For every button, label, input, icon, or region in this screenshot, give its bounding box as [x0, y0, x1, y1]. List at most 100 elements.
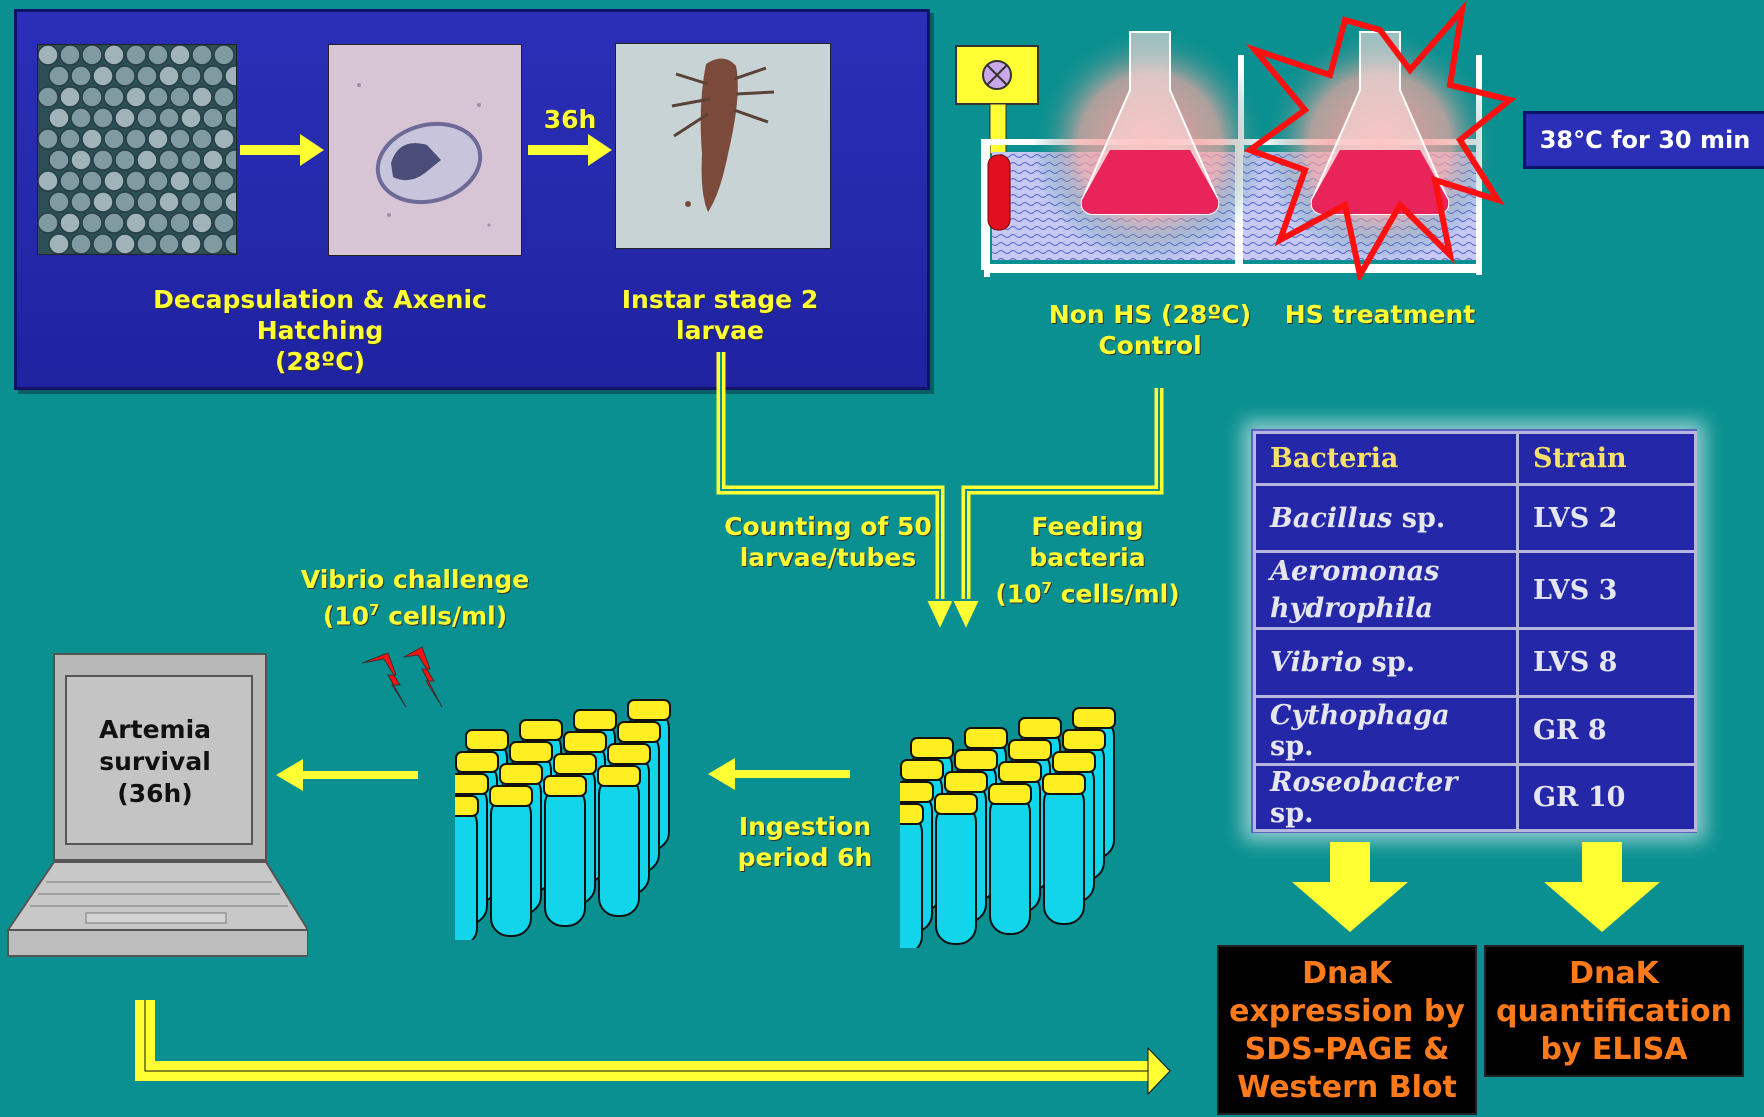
tube-cap	[1009, 740, 1051, 760]
bacteria-species: sp.	[1270, 731, 1313, 762]
sds-line3: SDS-PAGE &	[1219, 1031, 1475, 1069]
challenge-tube-rack	[455, 680, 705, 940]
bacteria-genus: Bacillus	[1270, 503, 1392, 534]
table-header-strain: Strain	[1518, 433, 1696, 485]
sds-line1: DnaK	[1219, 955, 1475, 993]
tube-cap	[455, 774, 488, 794]
counting-label-line1: Counting of 50	[718, 511, 938, 542]
tube-cap	[598, 766, 640, 786]
tube-cap	[1063, 730, 1105, 750]
survival-label: Artemia survival (36h)	[70, 714, 240, 810]
elisa-result-box: DnaK quantification by ELISA	[1484, 945, 1744, 1077]
tube-cap	[911, 738, 953, 758]
vibrio-conc-exp: 7	[369, 601, 379, 619]
tube-cap	[955, 750, 997, 770]
tube-cap	[510, 742, 552, 762]
tube-cap	[564, 732, 606, 752]
tube-cap	[1019, 718, 1061, 738]
bacteria-cell: Bacillus sp.	[1255, 485, 1518, 552]
test-tube	[1044, 784, 1084, 924]
vibrio-conc-unit: cells/ml)	[379, 601, 507, 630]
bacteria-genus: Aeromonas	[1270, 556, 1439, 587]
bacteria-table: Bacteria Strain Bacillus sp. LVS 2 Aerom…	[1253, 431, 1697, 832]
test-tube	[599, 776, 639, 916]
tube-cap	[455, 796, 478, 816]
bacteria-species: hydrophila	[1270, 593, 1433, 624]
strain-cell: GR 10	[1518, 765, 1696, 831]
test-tube	[491, 796, 531, 936]
tube-cap	[574, 710, 616, 730]
test-tube	[900, 814, 922, 948]
survival-label-line1: Artemia	[70, 714, 240, 746]
tube-cap	[500, 764, 542, 784]
tube-cap	[900, 804, 923, 824]
tube-cap	[554, 754, 596, 774]
survival-label-line2: survival	[70, 746, 240, 778]
tube-cap	[490, 786, 532, 806]
tube-cap	[935, 794, 977, 814]
bacteria-cell: Vibrio sp.	[1255, 629, 1518, 697]
tube-cap	[989, 784, 1031, 804]
table-row: Bacillus sp. LVS 2	[1255, 485, 1696, 552]
counting-label: Counting of 50 larvae/tubes	[718, 511, 938, 573]
arrow-to-sds-page	[1290, 842, 1410, 934]
tube-cap	[520, 720, 562, 740]
bacteria-genus: Roseobacter	[1270, 767, 1458, 798]
strain-cell: LVS 3	[1518, 552, 1696, 629]
test-tube	[455, 806, 477, 940]
sds-page-result-box: DnaK expression by SDS-PAGE & Western Bl…	[1217, 945, 1477, 1115]
test-tube	[545, 786, 585, 926]
feeding-tube-rack	[900, 688, 1150, 948]
table-row: Roseobacter sp. GR 10	[1255, 765, 1696, 831]
elisa-line3: by ELISA	[1486, 1031, 1742, 1069]
table-row: Aeromonas hydrophila LVS 3	[1255, 552, 1696, 629]
sds-line4: Western Blot	[1219, 1069, 1475, 1107]
tube-cap	[1043, 774, 1085, 794]
elisa-line2: quantification	[1486, 993, 1742, 1031]
tube-cap	[456, 752, 498, 772]
feeding-conc-exp: 7	[1042, 579, 1052, 597]
vibrio-label-line2: (107 cells/ml)	[300, 595, 530, 631]
feeding-conc-unit: cells/ml)	[1052, 579, 1180, 608]
bacteria-species: sp.	[1270, 798, 1313, 829]
bacteria-genus: Vibrio	[1270, 647, 1362, 678]
ingestion-label: Ingestion period 6h	[725, 811, 885, 873]
table-row: Cythophaga sp. GR 8	[1255, 697, 1696, 765]
table-header-bacteria: Bacteria	[1255, 433, 1518, 485]
tube-cap	[544, 776, 586, 796]
tube-cap	[900, 782, 933, 802]
arrow-to-elisa	[1542, 842, 1662, 934]
strain-cell: LVS 8	[1518, 629, 1696, 697]
vibrio-conc-base: (10	[323, 601, 369, 630]
bacteria-species: sp.	[1362, 647, 1415, 678]
bacteria-cell: Roseobacter sp.	[1255, 765, 1518, 831]
tube-cap	[965, 728, 1007, 748]
test-tube	[936, 804, 976, 944]
tube-cap	[466, 730, 508, 750]
sds-line2: expression by	[1219, 993, 1475, 1031]
bacteria-genus: Cythophaga	[1270, 700, 1450, 731]
counting-label-line2: larvae/tubes	[718, 542, 938, 573]
test-tube	[990, 794, 1030, 934]
ingestion-label-line2: period 6h	[725, 842, 885, 873]
bacteria-cell: Cythophaga sp.	[1255, 697, 1518, 765]
strain-cell: LVS 2	[1518, 485, 1696, 552]
bacteria-species: sp.	[1392, 503, 1445, 534]
tube-cap	[945, 772, 987, 792]
tube-cap	[999, 762, 1041, 782]
feeding-label-line2: (107 cells/ml)	[975, 573, 1200, 609]
feeding-label-line1: Feeding bacteria	[975, 511, 1200, 573]
feeding-label: Feeding bacteria (107 cells/ml)	[975, 511, 1200, 609]
tube-cap	[901, 760, 943, 780]
bacteria-cell: Aeromonas hydrophila	[1255, 552, 1518, 629]
ingestion-label-line1: Ingestion	[725, 811, 885, 842]
elisa-line1: DnaK	[1486, 955, 1742, 993]
tube-cap	[628, 700, 670, 720]
tube-cap	[1053, 752, 1095, 772]
table-row: Vibrio sp. LVS 8	[1255, 629, 1696, 697]
tube-cap	[618, 722, 660, 742]
tube-cap	[608, 744, 650, 764]
tube-cap	[1073, 708, 1115, 728]
survival-label-line3: (36h)	[70, 778, 240, 810]
vibrio-label-line1: Vibrio challenge	[300, 564, 530, 595]
